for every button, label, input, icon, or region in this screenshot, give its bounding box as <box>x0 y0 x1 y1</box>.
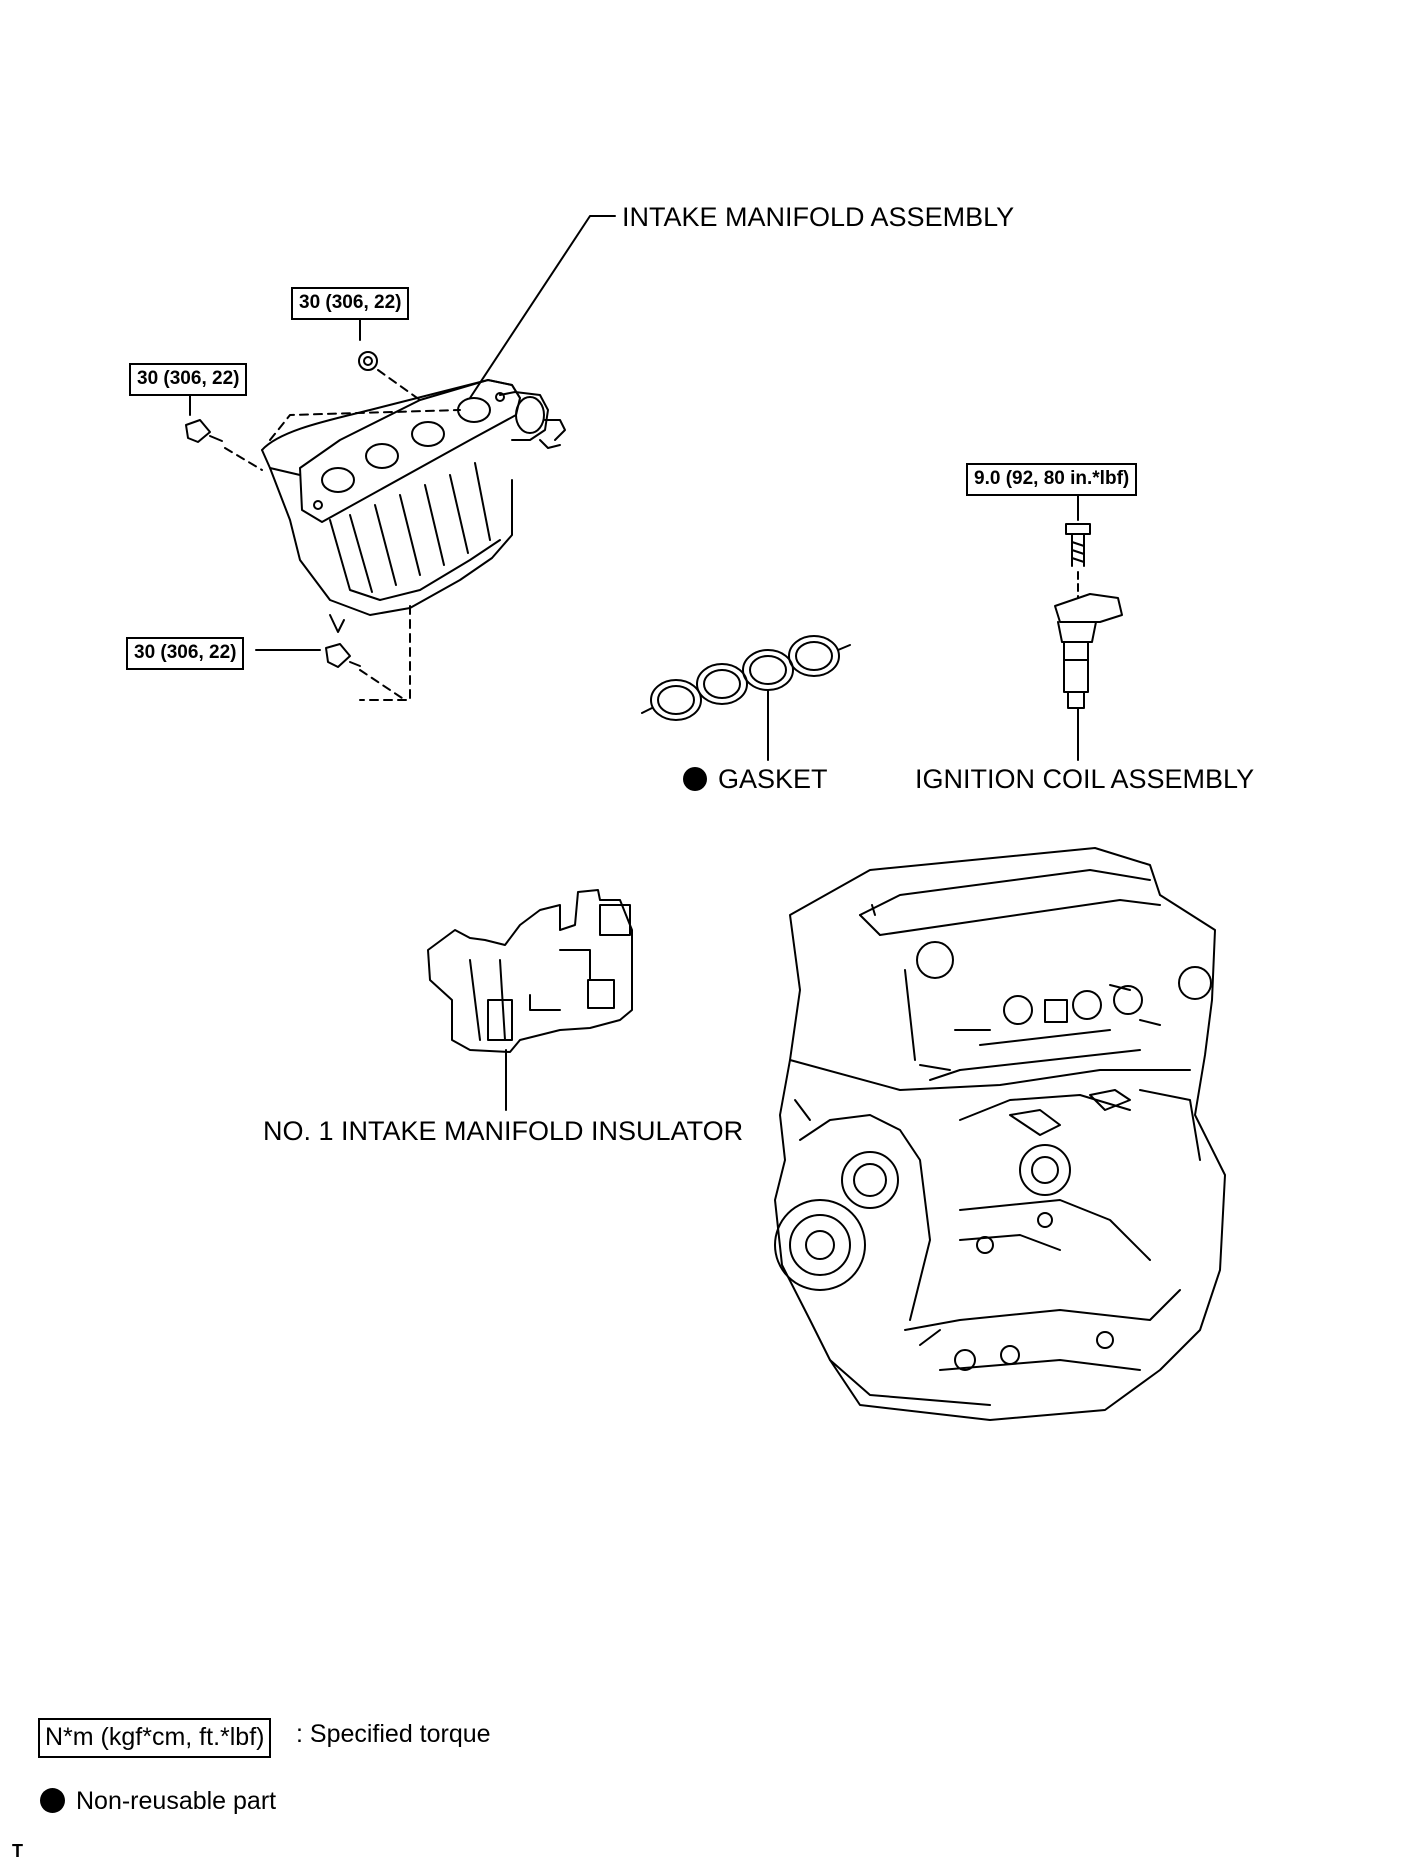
legend-nonreusable-desc: Non-reusable part <box>76 1787 277 1815</box>
nonreusable-marker-gasket <box>683 767 707 791</box>
intake-bolts <box>185 307 421 701</box>
insulator-drawing <box>427 889 633 1111</box>
gasket-label: GASKET <box>718 764 828 794</box>
torque-spec-left-bolt: 30 (306, 22) <box>129 363 248 396</box>
intake-manifold-leader <box>469 215 616 399</box>
legend-torque-desc: : Specified torque <box>296 1720 491 1748</box>
no1-intake-manifold-insulator-label: NO. 1 INTAKE MANIFOLD INSULATOR <box>263 1116 744 1146</box>
footer-mark: T <box>12 1841 23 1861</box>
gasket-drawing <box>641 635 851 761</box>
torque-spec-bottom-bolt: 30 (306, 22) <box>126 637 245 670</box>
legend-nonreusable-marker <box>40 1788 65 1813</box>
ignition-coil-assembly-label: IGNITION COIL ASSEMBLY <box>915 764 1255 794</box>
intake-manifold-assembly-label: INTAKE MANIFOLD ASSEMBLY <box>622 202 1015 232</box>
ignition-coil-drawing <box>1054 489 1123 761</box>
engine-block-drawing <box>774 847 1226 1421</box>
intake-manifold-drawing <box>261 379 566 701</box>
torque-spec-top-bolt: 30 (306, 22) <box>291 287 410 320</box>
legend-torque-unit-box: N*m (kgf*cm, ft.*lbf) <box>38 1718 272 1758</box>
torque-spec-coil-bolt: 9.0 (92, 80 in.*lbf) <box>966 463 1138 496</box>
